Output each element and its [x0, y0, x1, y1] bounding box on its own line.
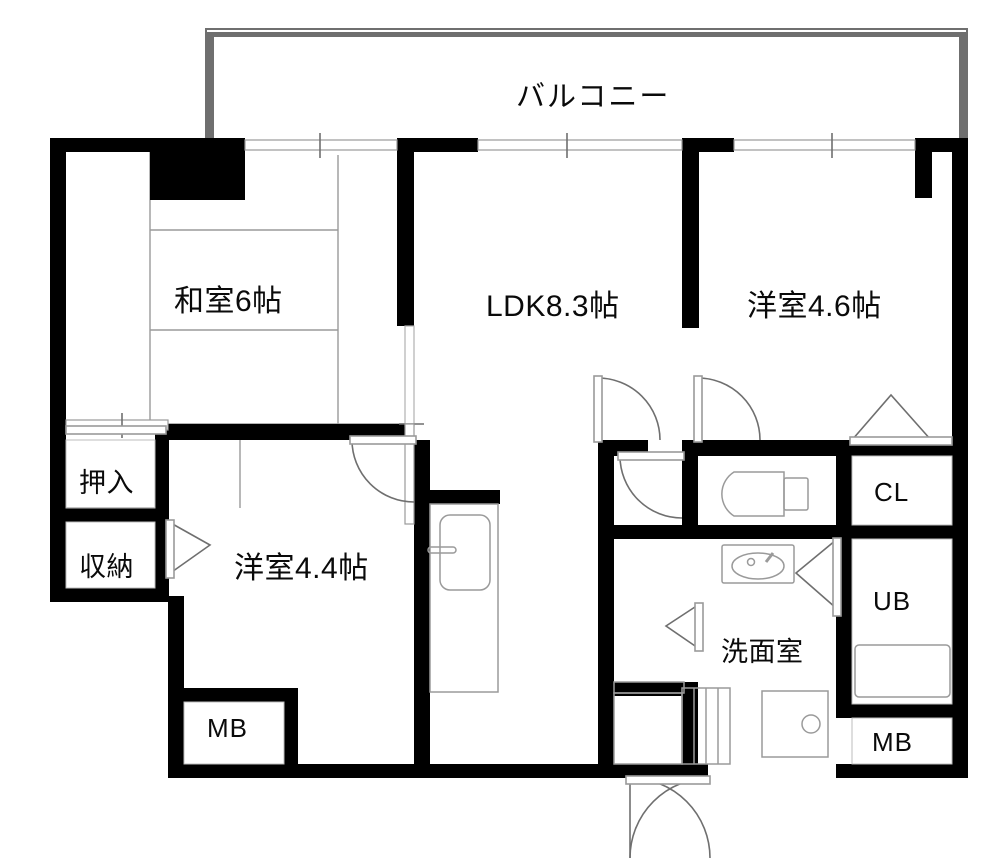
- room-label-bedroom-46: 洋室4.6帖: [747, 290, 882, 323]
- shoe-cabinet: [681, 687, 731, 765]
- balcony-outline: [205, 28, 968, 140]
- bathtub-fixture: [854, 644, 951, 698]
- tatami-sliding-door[interactable]: [399, 325, 424, 525]
- sink-fixture: [721, 544, 795, 584]
- door-swings[interactable]: [349, 375, 761, 859]
- entrance-door: [625, 775, 711, 859]
- bedroom-46-door: [693, 375, 761, 443]
- room-label-bedroom-44: 洋室4.4帖: [234, 552, 369, 585]
- washroom-folding-door: [664, 602, 704, 652]
- bedroom-44-door: [349, 435, 417, 503]
- washer-fixture: [761, 690, 829, 758]
- room-label-balcony: バルコニー: [516, 81, 671, 113]
- closet-folding-door: [849, 393, 953, 446]
- fixtures: [427, 471, 951, 765]
- room-label-ldk: LDK8.3帖: [486, 290, 620, 323]
- folding-doors[interactable]: [65, 393, 953, 652]
- toilet-fixture: [721, 471, 809, 517]
- balcony-windows: [244, 133, 916, 158]
- unit-bath-folding-door: [794, 537, 842, 617]
- toilet-door: [617, 451, 685, 519]
- room-label-washroom: 洗面室: [721, 637, 804, 667]
- kitchen-counter: [427, 503, 499, 693]
- thin-detail-lines: [63, 149, 413, 509]
- oshiire-sliding-door: [65, 425, 167, 435]
- walls: [50, 138, 968, 778]
- room-label-washitsu: 和室6帖: [174, 285, 283, 318]
- room-label-mb-left: MB: [207, 713, 248, 743]
- room-label-cl: CL: [874, 477, 910, 507]
- room-faint-outlines: [65, 439, 953, 765]
- room-label-mb-right: MB: [872, 727, 913, 757]
- room-label-oshiire: 押入: [79, 468, 134, 498]
- storage-folding-door: [165, 519, 212, 579]
- room-label-ub: UB: [873, 586, 912, 616]
- ldk-door: [593, 375, 661, 443]
- room-label-shuno: 収納: [79, 552, 134, 582]
